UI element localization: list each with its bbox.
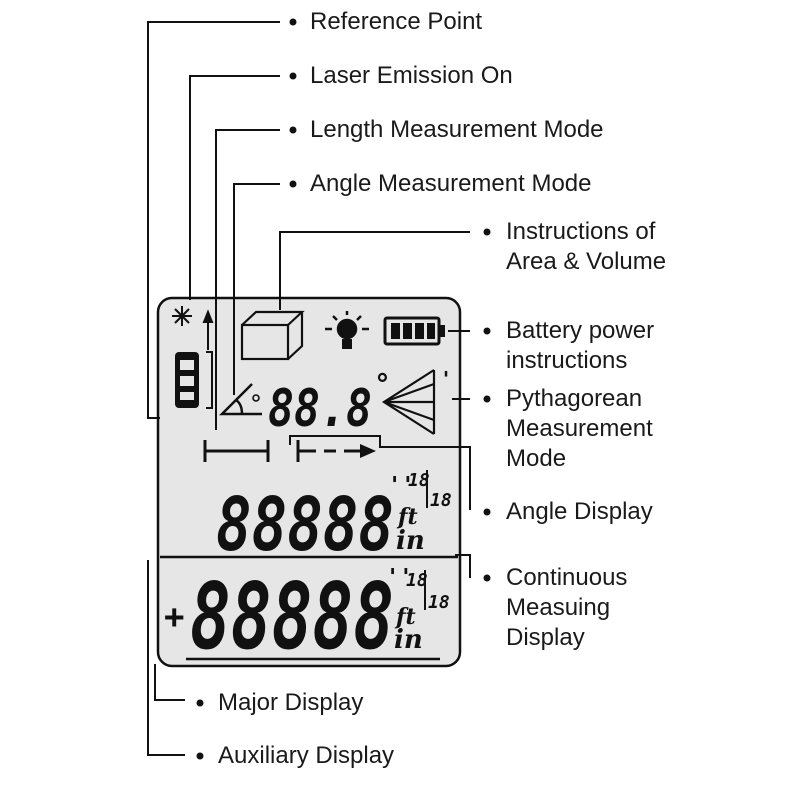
leader-angle-display	[289, 435, 471, 510]
major-unit-ft: ft	[394, 604, 416, 630]
major-digits: 88888	[190, 563, 394, 670]
device-reference-icon	[175, 352, 199, 408]
leader-area-volume	[279, 231, 470, 310]
major-frac-top: 18	[406, 570, 428, 591]
aux-digits: 88888	[216, 482, 394, 568]
major-sign: +	[164, 597, 184, 637]
pythagorean-triangle-icon	[381, 369, 436, 435]
degree-symbol: °	[374, 368, 391, 401]
cube-icon	[240, 310, 305, 361]
leader-auxiliary-display	[147, 560, 185, 756]
angle-digits: 88.8	[268, 379, 372, 439]
label-angle-display: Angle Display	[506, 498, 653, 525]
label-angle-mode: Angle Measurement Mode	[310, 170, 592, 197]
aux-quote: ''	[388, 473, 415, 498]
battery-icon	[383, 316, 445, 346]
leader-length-mode	[215, 129, 280, 430]
aux-frac-top: 18	[408, 470, 430, 491]
aux-unit-in: in	[396, 526, 425, 556]
label-pythagorean: Pythagorean Measurement Mode	[506, 385, 653, 472]
label-reference-point: Reference Point	[310, 8, 483, 35]
leader-reference-point	[147, 21, 280, 419]
label-length-mode: Length Measurement Mode	[310, 116, 604, 143]
major-quote: ''	[386, 565, 413, 590]
leader-continuous	[455, 554, 471, 578]
label-laser-emission: Laser Emission On	[310, 62, 513, 89]
light-bulb-icon	[325, 311, 369, 349]
major-unit-in: in	[394, 625, 423, 655]
label-major-display: Major Display	[218, 689, 364, 716]
leader-lines	[147, 21, 471, 756]
label-continuous: Continuous Measuing Display	[506, 564, 628, 651]
major-frac-bottom: 18	[428, 592, 450, 613]
label-battery: Battery power instructions	[506, 317, 655, 374]
laser-star-icon	[172, 306, 192, 326]
laser-arrow-icon	[202, 309, 214, 350]
label-area-volume: Instructions of Area & Volume	[506, 218, 667, 275]
length-bar-icon	[203, 440, 270, 462]
label-auxiliary-display: Auxiliary Display	[218, 742, 395, 769]
leader-laser-emission	[189, 75, 280, 300]
leader-major-display	[154, 664, 185, 701]
leader-bullets	[196, 18, 491, 760]
continuous-arrow-icon	[296, 440, 376, 462]
leader-angle-mode	[233, 183, 280, 395]
aux-unit-ft: ft	[396, 504, 418, 530]
pythagorean-prime: '	[440, 367, 452, 391]
reference-bracket-icon	[206, 351, 213, 409]
angle-icon	[218, 383, 262, 416]
aux-frac-bottom: 18	[430, 490, 452, 511]
